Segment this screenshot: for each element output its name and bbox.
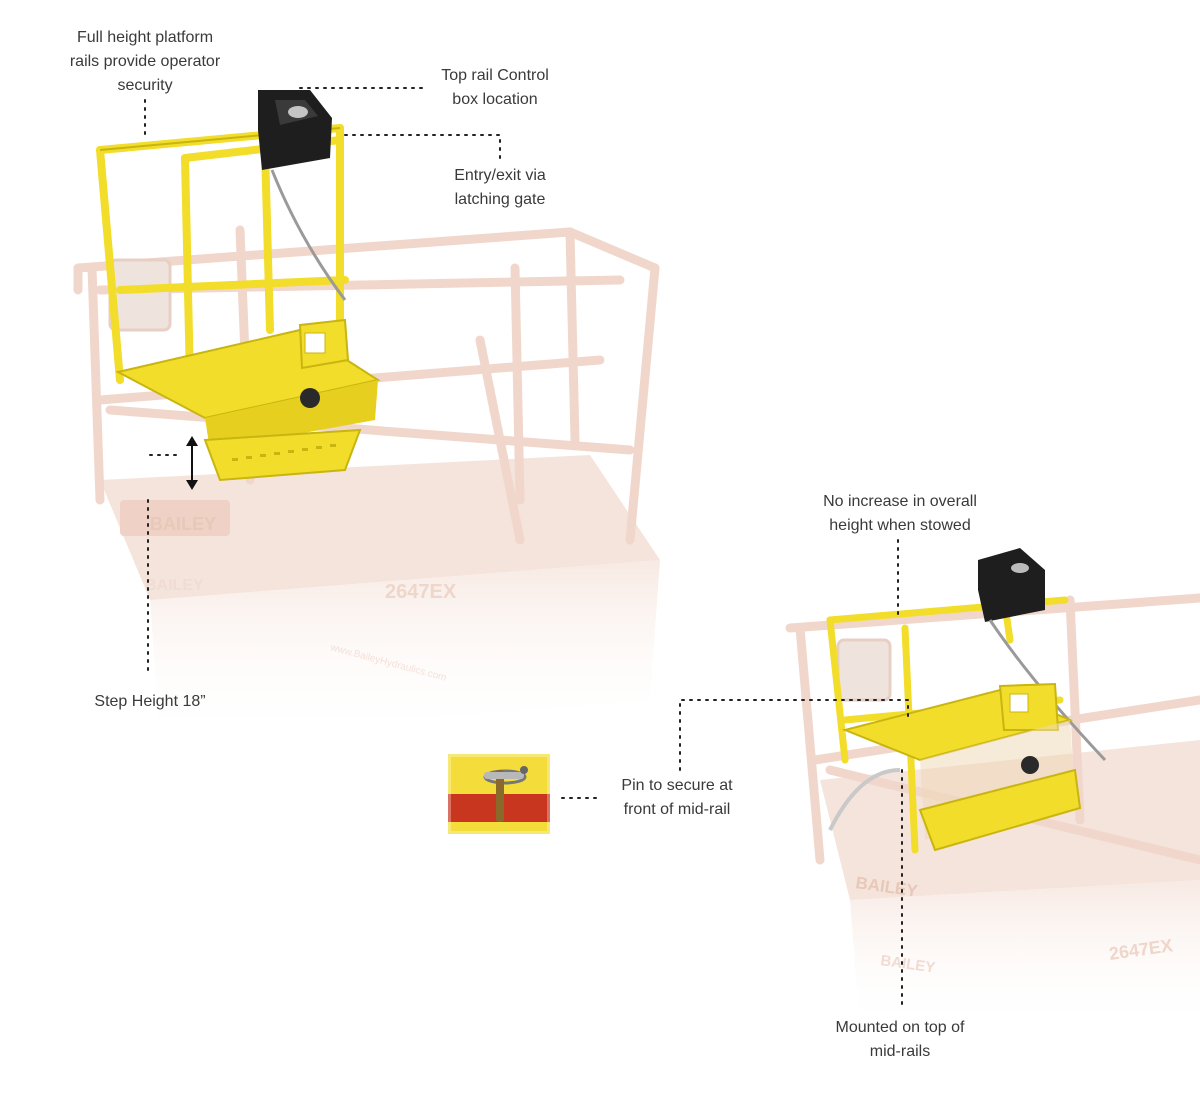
callout-control-box: Top rail Control box location bbox=[441, 67, 549, 108]
pin-icon bbox=[483, 766, 528, 822]
callout-pin: Pin to secure at front of mid-rail bbox=[621, 777, 733, 818]
callout-gate: Entry/exit via latching gate bbox=[454, 167, 546, 208]
left-ghost-light bbox=[108, 258, 172, 332]
svg-text:BAILEY: BAILEY bbox=[150, 514, 216, 534]
leader-lines bbox=[144, 87, 909, 1006]
double-arrow-icon bbox=[186, 436, 198, 490]
right-yellow-railing bbox=[826, 548, 1107, 854]
pin-inset bbox=[445, 751, 553, 837]
left-yellow-railing bbox=[96, 90, 381, 482]
left-control-box bbox=[258, 90, 347, 301]
right-step bbox=[841, 682, 1082, 852]
leader-gate bbox=[344, 134, 501, 159]
svg-text:BAILEY: BAILEY bbox=[145, 577, 204, 594]
callout-overall-height: No increase in overall height when stowe… bbox=[823, 493, 977, 534]
callout-step-height: Step Height 18” bbox=[94, 693, 206, 710]
right-lift: BAILEY 2647EX BAILEY bbox=[785, 548, 1200, 1030]
left-step bbox=[115, 318, 381, 482]
left-lift: BAILEY 2647EX BAILEY www.BaileyHydraulic… bbox=[73, 90, 660, 740]
callout-rails: Full height platform rails provide opera… bbox=[69, 29, 221, 94]
callout-mounted: Mounted on top of mid-rails bbox=[835, 1019, 965, 1060]
leader-step-height bbox=[147, 454, 181, 676]
leader-pin-top bbox=[679, 699, 909, 771]
svg-text:2647EX: 2647EX bbox=[385, 581, 457, 603]
